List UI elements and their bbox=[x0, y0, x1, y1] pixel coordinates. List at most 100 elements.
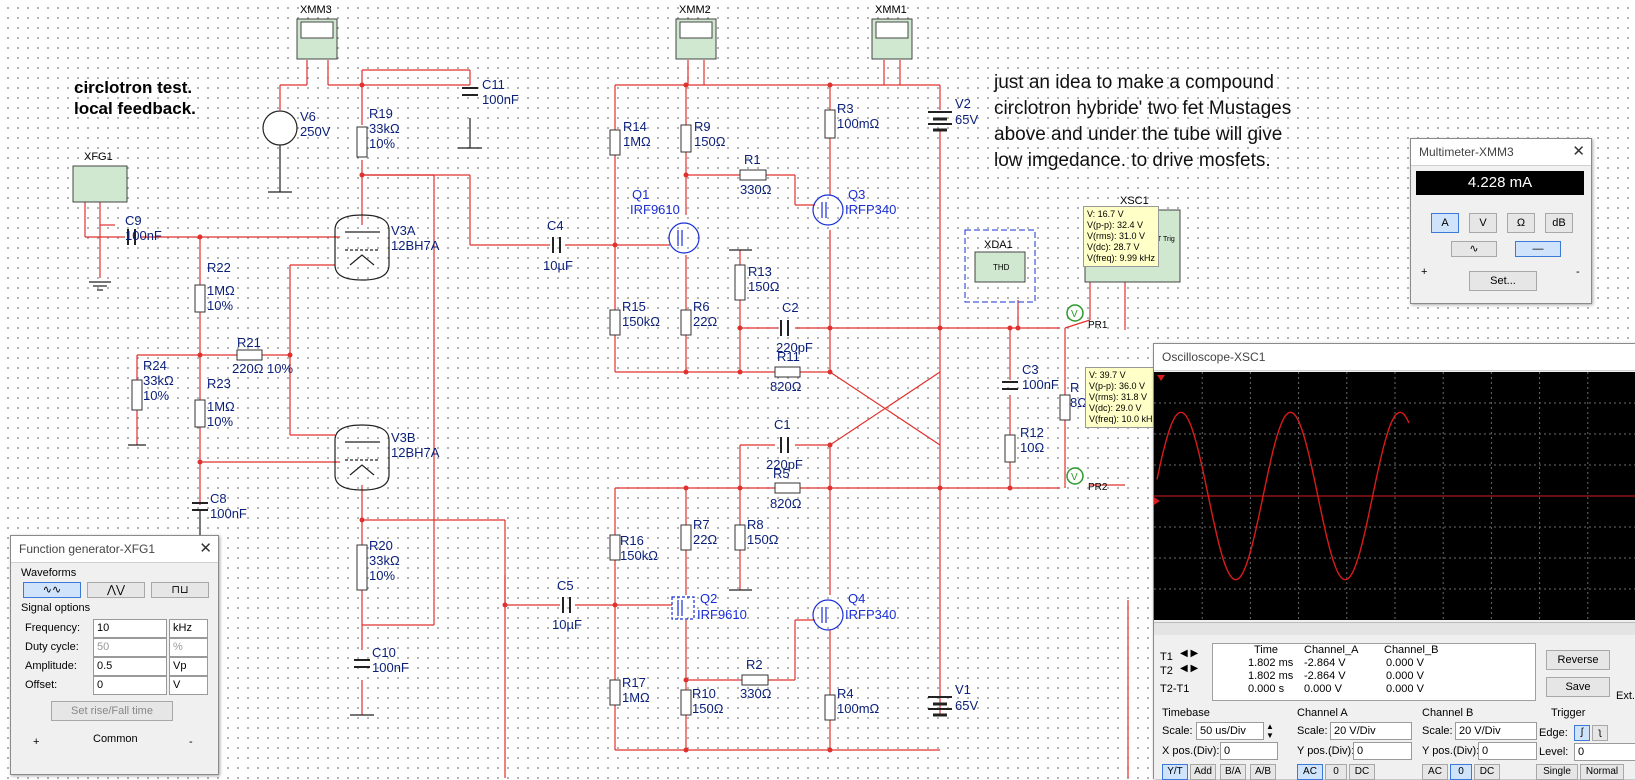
r20-value: 33kΩ bbox=[369, 553, 400, 568]
c1-name-label: C1 bbox=[774, 417, 791, 432]
t1-arrows-icon[interactable]: ◀ ▶ bbox=[1180, 648, 1199, 659]
multimeter-window[interactable]: Multimeter-XMM3✕ 4.228 mA A V Ω dB ∿ — S… bbox=[1410, 138, 1592, 304]
mode-voltmeter-button[interactable]: V bbox=[1469, 213, 1497, 233]
pr1-vrms: V(rms): 31.0 V bbox=[1087, 231, 1146, 241]
probe-pr1 bbox=[1066, 304, 1084, 322]
q3-value-label: IRFP340 bbox=[845, 202, 897, 217]
save-button[interactable]: Save bbox=[1546, 677, 1610, 697]
channel-b-scale-input[interactable]: 20 V/Div bbox=[1455, 722, 1537, 740]
voltage-probes[interactable]: V V bbox=[1066, 304, 1084, 485]
square-wave-button[interactable]: ⊓⊔ bbox=[151, 582, 209, 598]
pr1-vfreq: V(freq): 9.99 kHz bbox=[1087, 253, 1156, 263]
funcgen-plus-terminal[interactable]: + bbox=[33, 736, 40, 748]
c11-name: C11 bbox=[482, 77, 505, 92]
offset-unit[interactable]: V bbox=[169, 676, 208, 695]
r4-name: R4 bbox=[837, 686, 854, 701]
channel-a-ypos-input[interactable]: 0 bbox=[1353, 742, 1412, 760]
triangle-wave-button[interactable]: ⋀⋁ bbox=[87, 582, 145, 598]
multimeter-plus-terminal[interactable]: + bbox=[1421, 266, 1428, 278]
channel-a-marker-icon[interactable] bbox=[1154, 497, 1160, 505]
q2-name-label: Q2 bbox=[700, 591, 718, 606]
falling-edge-icon[interactable]: ʅ bbox=[1592, 725, 1608, 741]
amplitude-unit[interactable]: Vp bbox=[169, 657, 208, 676]
wires bbox=[84, 60, 1129, 778]
col-channel-b-header: Channel_B bbox=[1384, 644, 1439, 656]
close-icon[interactable]: ✕ bbox=[1572, 143, 1585, 160]
trigger-level-label: Level: bbox=[1539, 746, 1569, 758]
mode-decibel-button[interactable]: dB bbox=[1545, 213, 1573, 233]
rising-edge-icon[interactable]: ʃ bbox=[1574, 725, 1590, 741]
oscilloscope-screen[interactable] bbox=[1154, 372, 1635, 620]
title-line-1: circlotron test. bbox=[74, 78, 193, 97]
r7-value: 22Ω bbox=[693, 532, 718, 547]
c2-value-label: 220pF bbox=[776, 340, 813, 355]
distortion-analyzer-frame bbox=[964, 229, 1036, 303]
sine-wave-icon: ∿ bbox=[1469, 243, 1479, 255]
channel-b-ypos-input[interactable]: 0 bbox=[1478, 742, 1537, 760]
r1-name-label: R1 bbox=[744, 152, 761, 167]
funcgen-common-terminal[interactable]: Common bbox=[93, 733, 138, 745]
channel-b-scale-label: Scale: bbox=[1422, 725, 1453, 737]
ext-trigger-label: Ext. bbox=[1616, 690, 1635, 702]
frequency-input[interactable]: 10 bbox=[93, 619, 167, 638]
oscilloscope-window[interactable]: Oscilloscope-XSC1 Time Channel_A Channel… bbox=[1153, 343, 1635, 780]
scope-scrollbar[interactable] bbox=[1154, 622, 1635, 635]
duty-cycle-unit[interactable]: % bbox=[169, 638, 208, 657]
c8-name: C8 bbox=[210, 491, 227, 506]
function-generator-window[interactable]: Function generator-XFG1✕ Waveforms ∿∿ ⋀⋁… bbox=[10, 535, 219, 775]
channel-a-scale-input[interactable]: 20 V/Div bbox=[1330, 722, 1412, 740]
channel-a-zero-button[interactable]: 0 bbox=[1325, 764, 1347, 780]
tube-v3a bbox=[334, 214, 390, 281]
reverse-button[interactable]: Reverse bbox=[1546, 650, 1610, 670]
function-generator-titlebar[interactable]: Function generator-XFG1✕ bbox=[11, 536, 218, 563]
xfg1-label: XFG1 bbox=[84, 151, 113, 163]
duty-cycle-label: Duty cycle: bbox=[25, 641, 79, 653]
mosfet-q1 bbox=[668, 222, 700, 254]
amplitude-input[interactable]: 0.5 bbox=[93, 657, 167, 676]
offset-input[interactable]: 0 bbox=[93, 676, 167, 695]
timebase-scale-input[interactable]: 50 us/Div bbox=[1196, 722, 1264, 740]
mode-ammeter-button[interactable]: A bbox=[1431, 213, 1459, 233]
duty-cycle-input[interactable]: 50 bbox=[93, 638, 167, 657]
waveforms-label: Waveforms bbox=[21, 567, 77, 579]
oscilloscope-titlebar[interactable]: Oscilloscope-XSC1 bbox=[1154, 344, 1635, 371]
trigger-level-input[interactable]: 0 bbox=[1574, 743, 1635, 761]
ac-mode-button[interactable]: ∿ bbox=[1451, 241, 1497, 257]
x-position-input[interactable]: 0 bbox=[1220, 742, 1278, 760]
timebase-spinner-icon[interactable]: ▲▼ bbox=[1266, 722, 1274, 740]
trigger-label: Trigger bbox=[1551, 707, 1586, 719]
close-icon[interactable]: ✕ bbox=[199, 540, 212, 557]
probe-pr2 bbox=[1066, 467, 1084, 485]
dc-source-v6[interactable] bbox=[262, 110, 298, 146]
funcgen-minus-terminal[interactable]: - bbox=[189, 736, 193, 748]
trigger-marker-icon[interactable] bbox=[1157, 375, 1165, 381]
multimeter-minus-terminal[interactable]: - bbox=[1576, 266, 1580, 278]
c9-name: C9 bbox=[125, 213, 142, 228]
r1-value-label: 330Ω bbox=[740, 182, 772, 197]
q1-name-label: Q1 bbox=[632, 187, 650, 202]
sine-wave-button[interactable]: ∿∿ bbox=[23, 582, 81, 598]
v2-value: 65V bbox=[955, 112, 979, 127]
frequency-unit[interactable]: kHz bbox=[169, 619, 208, 638]
dc-mode-button[interactable]: — bbox=[1515, 241, 1561, 257]
mode-ohmmeter-button[interactable]: Ω bbox=[1507, 213, 1535, 233]
t2-t1-time: 0.000 s bbox=[1248, 683, 1285, 695]
frequency-label: Frequency: bbox=[25, 622, 81, 634]
set-rise-fall-time-button[interactable]: Set rise/Fall time bbox=[51, 701, 173, 721]
multimeter-set-button[interactable]: Set... bbox=[1469, 271, 1537, 291]
multimeter-titlebar[interactable]: Multimeter-XMM3✕ bbox=[1411, 139, 1591, 166]
mosfet-symbols[interactable] bbox=[668, 194, 844, 631]
q1-value-label: IRF9610 bbox=[630, 202, 680, 217]
t2-label: T2 bbox=[1160, 665, 1173, 677]
t2-arrows-icon[interactable]: ◀ ▶ bbox=[1180, 663, 1199, 674]
tube-symbols[interactable] bbox=[334, 214, 390, 491]
r11-value-label: 820Ω bbox=[770, 379, 802, 394]
c2-name-label: C2 bbox=[782, 300, 799, 315]
probe-pr1-readout: V: 16.7 V V(p-p): 32.4 V V(rms): 31.0 V … bbox=[1083, 206, 1160, 267]
